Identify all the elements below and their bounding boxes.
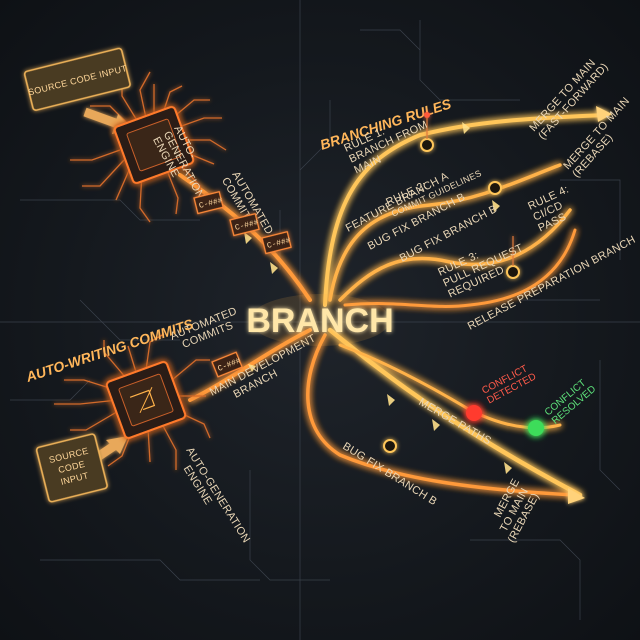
bug-fix-branch-b-mid-label: BUG FIX BRANCH B bbox=[398, 203, 500, 265]
release-prep-branch-label: RELEASE PREPARATION BRANCH bbox=[466, 234, 638, 333]
conflict-resolved-dot bbox=[528, 420, 544, 436]
commit-tags: C-### C-### C-### C-### bbox=[193, 190, 292, 378]
source-input-top: SOURCE CODE INPUT bbox=[23, 47, 131, 111]
rule-nodes bbox=[383, 112, 520, 453]
conflict-resolved: CONFLICT RESOLVED bbox=[528, 378, 598, 436]
engine-bottom-line1: AUTO-GENERATION bbox=[183, 445, 252, 545]
commit-tag: C-### bbox=[229, 212, 260, 237]
engine-chip-bottom bbox=[105, 360, 187, 440]
branch-title: BRANCH bbox=[246, 302, 393, 340]
engine-bottom-label: AUTO-GENERATION ENGINE bbox=[181, 445, 252, 545]
conflict-detected-dot bbox=[466, 405, 482, 421]
rule-4: RULE 4: CI/CD PASS bbox=[526, 183, 571, 234]
merge-ff-line1: MERGE TO MAIN bbox=[527, 57, 598, 134]
commit-tag: C-### bbox=[261, 230, 292, 255]
engine-chip-top bbox=[113, 105, 195, 185]
arrow-rebase-bottom bbox=[568, 488, 585, 504]
top-chip-traces bbox=[70, 71, 227, 223]
commit-tag: C-### bbox=[211, 351, 243, 378]
merge-rebase-bottom-label: MERGE TO MAIN (REBASE) bbox=[492, 477, 542, 545]
flow-chevrons bbox=[244, 122, 512, 474]
conflict-detected: CONFLICT DETECTED bbox=[466, 363, 538, 421]
merge-paths-label: MERGE PATHS bbox=[417, 396, 494, 447]
commit-tag: C-### bbox=[193, 190, 224, 215]
source-input-bottom: SOURCE CODE INPUT bbox=[35, 433, 108, 503]
branch-hub: BRANCH bbox=[246, 294, 394, 346]
arrowheads bbox=[568, 106, 612, 504]
arrow-ff bbox=[596, 106, 612, 122]
